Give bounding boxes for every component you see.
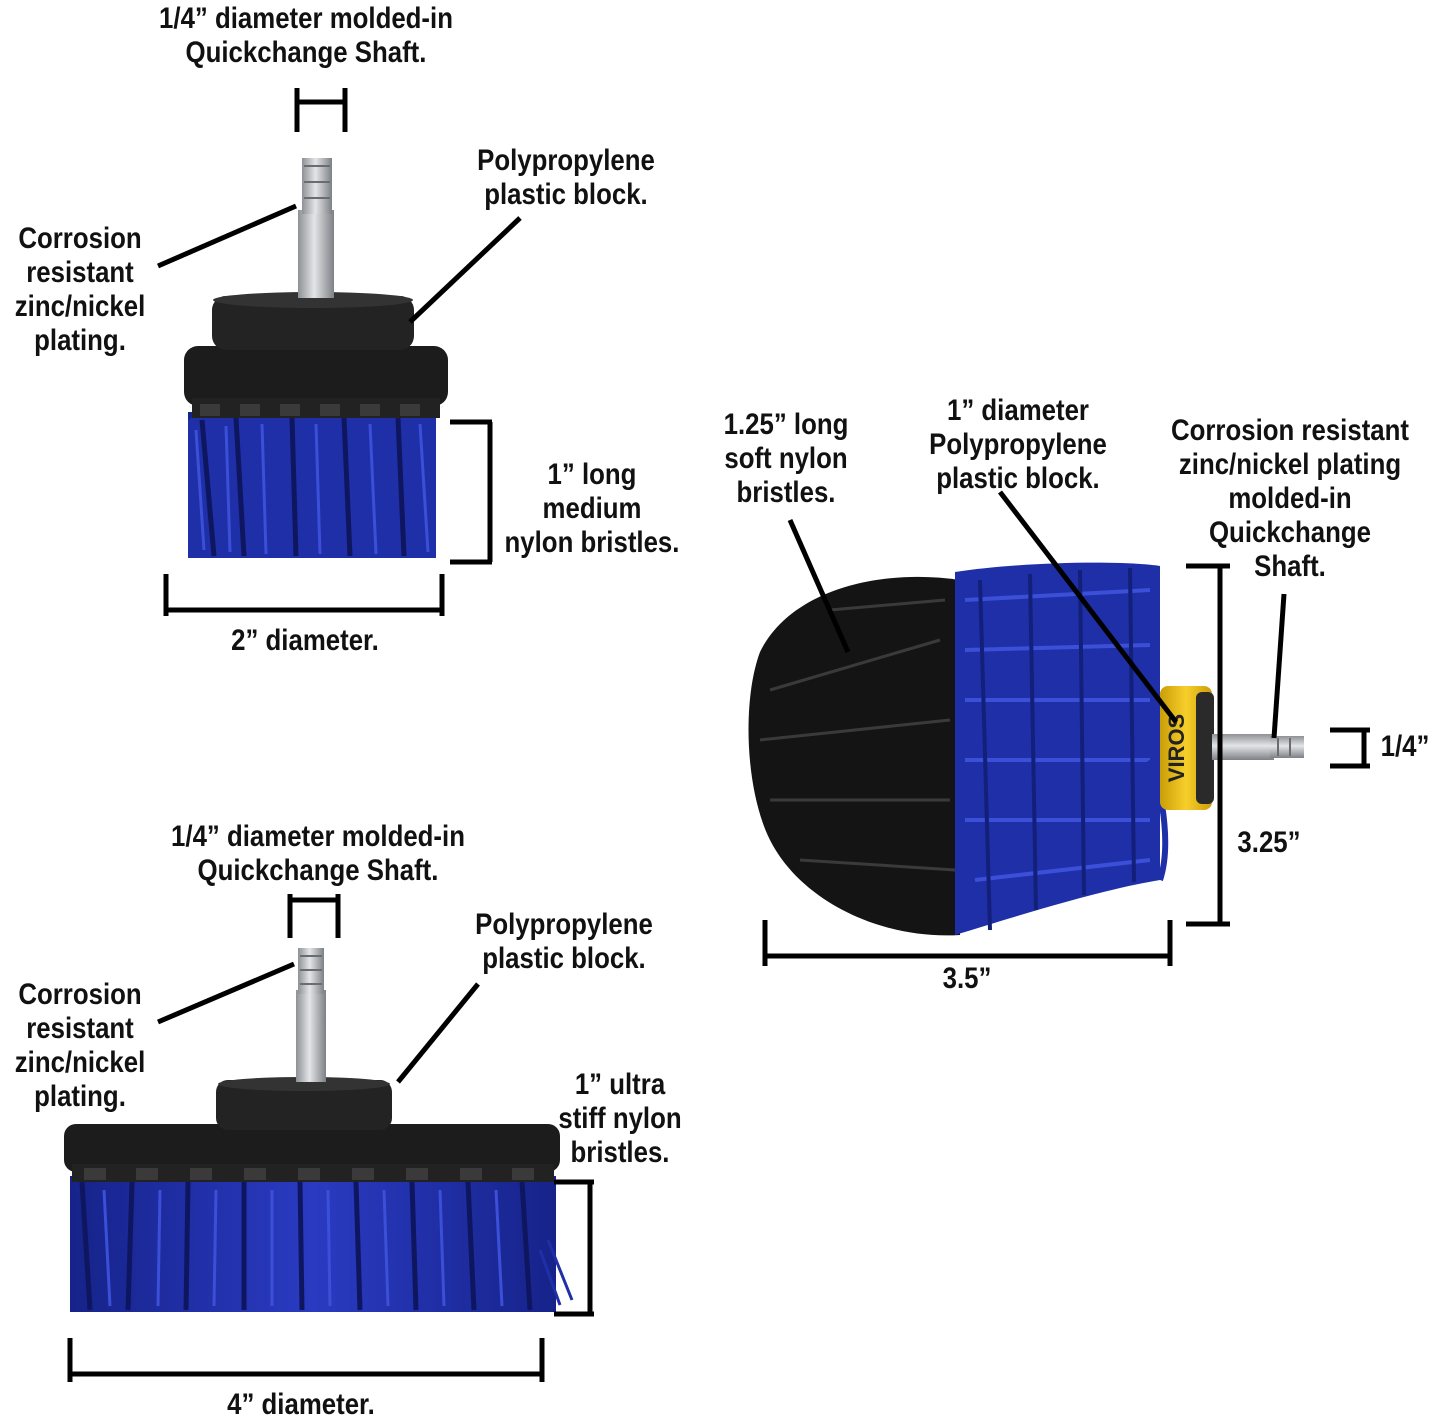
dim-bristle-large [554, 1179, 594, 1317]
bristle-label-small: 1” long medium nylon bristles. [504, 458, 680, 559]
bristles-large [70, 1176, 574, 1312]
dim-diameter-large [67, 1338, 545, 1382]
shaft-small [298, 158, 334, 298]
block-large [64, 1077, 560, 1182]
diameter-label-small: 2” diameter. [231, 624, 379, 657]
leader-bristle-round [787, 518, 851, 654]
leader-plating-large [157, 961, 295, 1025]
leader-block-small [408, 216, 522, 324]
brush-small [157, 88, 522, 616]
shaft-round [1212, 734, 1304, 760]
leader-plating-round [1271, 593, 1287, 739]
height-label-round: 3.25” [1237, 826, 1301, 859]
block-label-round: 1” diameter Polypropylene plastic block. [929, 394, 1107, 495]
plating-label-round: Corrosion resistant zinc/nickel plating … [1170, 414, 1409, 583]
diameter-label-large: 4” diameter. [227, 1388, 375, 1421]
block-label-small: Polypropylene plastic block. [477, 144, 655, 211]
dim-shaft-large [287, 894, 341, 938]
block-label-large: Polypropylene plastic block. [475, 908, 653, 975]
bristles-round [748, 562, 1169, 936]
brush-round: VIROS [748, 490, 1370, 966]
brand-text: VIROS [1164, 714, 1189, 782]
leader-block-round [998, 490, 1178, 724]
dim-bristle-small [450, 419, 493, 565]
bristles-small [188, 412, 436, 558]
shaft-label-round: 1/4” [1380, 730, 1430, 763]
plating-label-large: Corrosion resistant zinc/nickel plating. [14, 978, 146, 1113]
width-label-round: 3.5” [942, 962, 992, 995]
leader-plating-small [157, 203, 297, 269]
dim-width-round [762, 920, 1173, 966]
leader-block-large [396, 982, 480, 1084]
brush-large [64, 894, 594, 1382]
bristle-label-round: 1.25” long soft nylon bristles. [723, 408, 849, 509]
bristle-label-large: 1” ultra stiff nylon bristles. [558, 1068, 682, 1169]
shaft-label-small: 1/4” diameter molded-in Quickchange Shaf… [159, 2, 453, 69]
shaft-label-large: 1/4” diameter molded-in Quickchange Shaf… [171, 820, 465, 887]
shaft-large [296, 948, 326, 1082]
dim-diameter-small [163, 574, 445, 616]
block-small [184, 292, 448, 418]
dim-height-round [1186, 563, 1230, 927]
dim-shaft-small [294, 88, 348, 132]
plating-label-small: Corrosion resistant zinc/nickel plating. [14, 222, 146, 357]
dim-shaft-round [1330, 727, 1370, 769]
